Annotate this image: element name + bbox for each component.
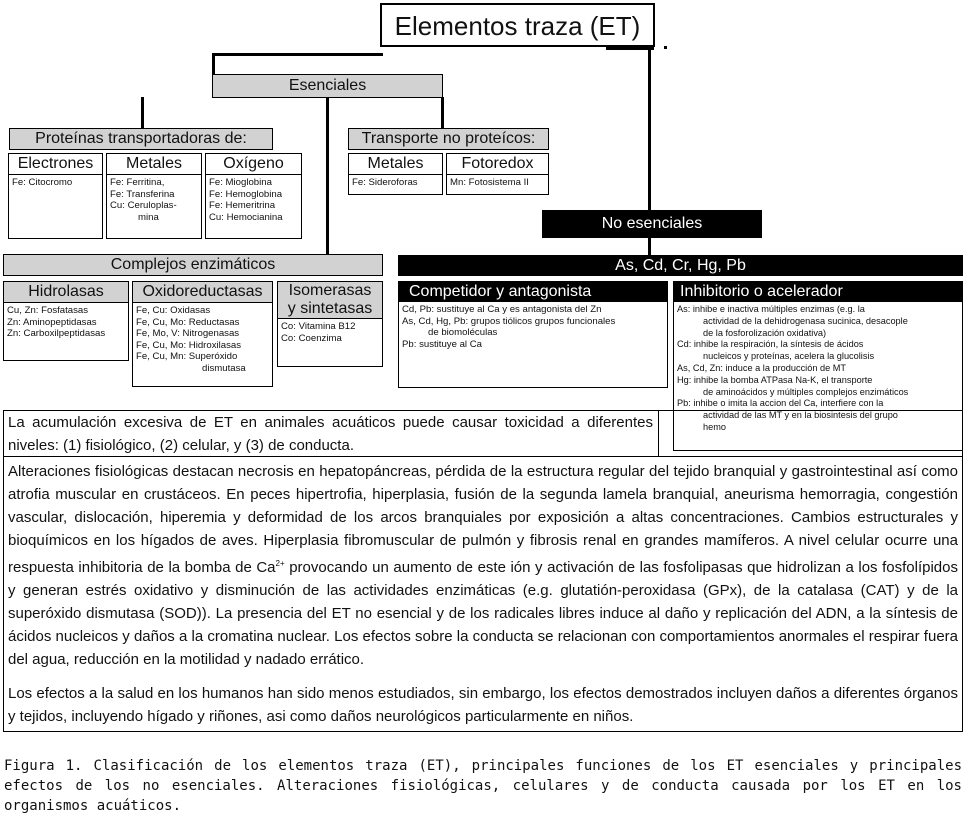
hidrolasas-label: Hidrolasas (4, 282, 128, 303)
connector-title-left (212, 53, 383, 56)
oxigeno-label: Oxígeno (206, 154, 301, 175)
oxidoreductasas-box: Oxidoreductasas Fe, Cu: Oxidasas Fe, Cu,… (132, 281, 273, 387)
hidrolasas-item: Zn: Aminopeptidasas (7, 316, 97, 328)
oxidoreductasas-item: dismutasa (202, 362, 246, 374)
sintetasas-label: y sintetasas (287, 300, 373, 317)
no-esenciales-box: No esenciales (542, 210, 762, 238)
proteinas-label: Proteínas transportadoras de: (35, 130, 247, 147)
metales-prot-box: Metales Fe: Ferritina, Fe: Transferina C… (106, 153, 202, 239)
connector-esenciales-complejos (326, 97, 329, 254)
inhibitorio-item: Pb: inhibe o imita la accion del Ca, int… (677, 398, 884, 409)
text-alteraciones: Alteraciones fisiológicas destacan necro… (8, 460, 958, 671)
oxigeno-item: Fe: Hemoglobina (209, 188, 283, 200)
oxidoreductasas-label: Oxidoreductasas (133, 282, 272, 303)
metales-prot-label: Metales (107, 154, 201, 175)
isomerasas-box: Isomerasas y sintetasas Co: Vitamina B12… (277, 281, 383, 367)
oxidoreductasas-item: Fe, Cu, Mo: Hidroxilasas (136, 339, 242, 351)
inhibitorio-item: de aminoácidos y múltiples complejos enz… (703, 386, 909, 397)
connector-esenciales-transporte (441, 97, 444, 128)
diagram-title: Elementos traza (ET) (394, 11, 641, 41)
connector-esenciales-down (212, 53, 215, 75)
complejos-box: Complejos enzimáticos (3, 254, 383, 276)
oxigeno-item: Fe: Mioglobina (209, 177, 272, 188)
isomerasas-item: Co: Vitamina B12 (281, 321, 356, 332)
metales-prot-item: Cu: Ceruloplas- (110, 200, 177, 212)
hidrolasas-box: Hidrolasas Cu, Zn: Fosfatasas Zn: Aminop… (3, 281, 129, 361)
complejos-label: Complejos enzimáticos (110, 256, 276, 273)
metales-prot-item: mina (138, 211, 159, 223)
competidor-box: Competidor y antagonista Cd, Pb: sustitu… (398, 281, 668, 388)
competidor-item: As, Cd, Hg, Pb: grupos tiólicos grupos f… (402, 315, 616, 327)
esenciales-label: Esenciales (288, 77, 367, 94)
metales-trans-label: Metales (349, 154, 442, 175)
oxigeno-box: Oxígeno Fe: Mioglobina Fe: Hemoglobina F… (205, 153, 302, 239)
connector-right-horizontal (606, 47, 654, 50)
connector-title-right (664, 46, 667, 49)
text-superscript: 2+ (275, 559, 285, 568)
text-intro-content: La acumulación excesiva de ET en animale… (8, 414, 653, 454)
text-humanos-content: Los efectos a la salud en los humanos ha… (8, 685, 958, 725)
proteinas-box: Proteínas transportadoras de: (9, 128, 273, 150)
inhibitorio-box: Inhibitorio o acelerador As: inhibe e in… (673, 281, 963, 451)
inhibitorio-item: nucleicos y proteínas, acelera la glucol… (703, 351, 875, 362)
diagram-title-box: Elementos traza (ET) (380, 3, 655, 47)
text-divider (3, 456, 963, 457)
text-humanos: Los efectos a la salud en los humanos ha… (8, 682, 958, 728)
hidrolasas-item: Cu, Zn: Fosfatasas (7, 305, 89, 316)
oxidoreductasas-item: Fe, Cu: Oxidasas (136, 305, 211, 316)
fotoredox-box: Fotoredox Mn: Fotosistema II (446, 153, 549, 195)
inhibitorio-item: actividad de la dehidrogenasa sucinica, … (703, 315, 908, 326)
metales-trans-item: Fe: Sideroforas (352, 177, 418, 188)
metales-prot-item: Fe: Transferina (110, 188, 175, 200)
inhibitorio-item: actividad de las MT y en la biosintesis … (703, 410, 898, 421)
competidor-item: de biomoléculas (428, 327, 498, 339)
elements-label: As, Cd, Cr, Hg, Pb (615, 257, 746, 274)
electrones-box: Electrones Fe: Citocromo (8, 153, 103, 239)
text-panel-notch (658, 411, 673, 456)
no-esenciales-label: No esenciales (601, 215, 703, 232)
inhibitorio-item: Cd: inhibe la respiración, la síntesis d… (677, 339, 864, 350)
electrones-item: Fe: Citocromo (12, 177, 73, 188)
transporte-label: Transporte no proteícos: (361, 130, 536, 147)
oxigeno-item: Cu: Hemocianina (209, 211, 283, 223)
inhibitorio-label: Inhibitorio o acelerador (674, 282, 962, 302)
oxigeno-item: Fe: Hemeritrina (209, 200, 276, 212)
connector-noesenciales-elements (648, 238, 651, 255)
oxidoreductasas-item: Fe, Mo, V: Nitrogenasas (136, 328, 240, 340)
text-intro: La acumulación excesiva de ET en animale… (8, 411, 653, 457)
metales-trans-box: Metales Fe: Sideroforas (348, 153, 443, 195)
competidor-label: Competidor y antagonista (399, 282, 667, 302)
fotoredox-item: Mn: Fotosistema II (450, 177, 529, 188)
inhibitorio-item: Hg: inhibe la bomba ATPasa Na-K, el tran… (677, 374, 873, 385)
metales-prot-item: Fe: Ferritina, (110, 177, 165, 188)
text-alteraciones-part2: provocando un aumento de este ión y acti… (8, 559, 958, 668)
isomerasas-item: Co: Coenzima (281, 332, 342, 344)
inhibitorio-item: As, Cd, Zn: induce a la producción de MT (677, 362, 847, 373)
oxidoreductasas-item: Fe, Cu, Mo: Reductasas (136, 316, 240, 328)
hidrolasas-item: Zn: Carboxilpeptidasas (7, 328, 106, 340)
connector-right-vertical (648, 47, 651, 212)
competidor-item: Pb: sustituye al Ca (402, 338, 482, 350)
text-panel (3, 410, 963, 732)
electrones-label: Electrones (9, 154, 102, 175)
isomerasas-label: Isomerasas (288, 282, 372, 299)
inhibitorio-item: As: inhibe e inactiva múltiples enzimas … (677, 304, 865, 314)
figure-caption-text: Figura 1. Clasificación de los elementos… (4, 758, 962, 814)
figure-caption: Figura 1. Clasificación de los elementos… (4, 756, 962, 816)
transporte-box: Transporte no proteícos: (348, 128, 549, 150)
competidor-item: Cd, Pb: sustituye al Ca y es antagonista… (402, 304, 602, 315)
inhibitorio-item: hemo (703, 421, 726, 432)
oxidoreductasas-item: Fe, Cu, Mn: Superóxido (136, 351, 238, 363)
text-alteraciones-part1: Alteraciones fisiológicas destacan necro… (8, 463, 958, 576)
inhibitorio-item: de la fosforolización oxidativa) (703, 327, 827, 338)
elements-box: As, Cd, Cr, Hg, Pb (398, 255, 963, 276)
esenciales-box: Esenciales (212, 74, 443, 98)
connector-esenciales-proteinas (141, 97, 144, 128)
fotoredox-label: Fotoredox (447, 154, 548, 175)
